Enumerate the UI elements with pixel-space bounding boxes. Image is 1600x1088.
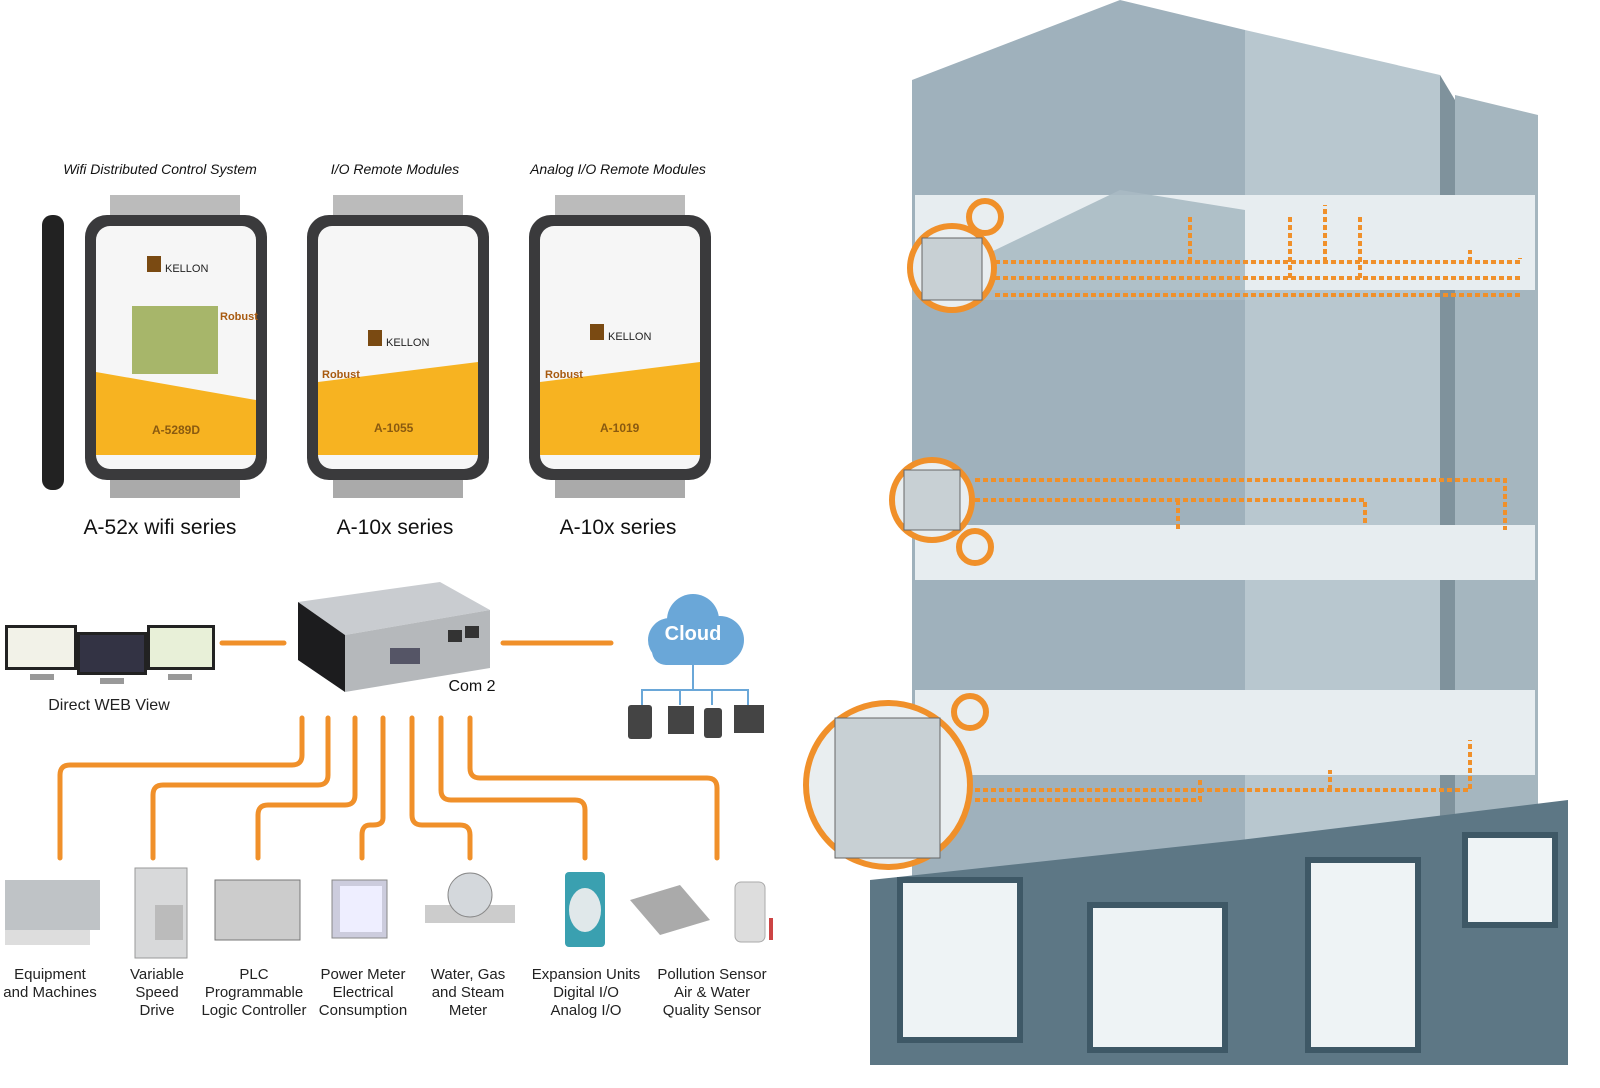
expansion-unit-icon	[565, 872, 605, 947]
module-badge: Robust	[545, 369, 583, 381]
module-a5289d: KELLON Robust A-5289D	[85, 195, 267, 498]
series-label-analog: A-10x series	[559, 516, 677, 539]
building-illustration	[870, 0, 1568, 1065]
series-label-io: A-10x series	[336, 516, 454, 539]
plc-icon	[214, 879, 301, 941]
equipment-icon	[5, 880, 100, 945]
pollution-sensor-icon	[630, 881, 773, 943]
vsd-icon	[134, 867, 188, 959]
connection-lines	[57, 640, 720, 861]
module-badge: Robust	[322, 369, 360, 381]
building-wiring	[975, 205, 1522, 802]
module-badge: Robust	[220, 311, 258, 323]
io-panel-icon	[834, 237, 983, 859]
water-meter-icon	[425, 872, 515, 923]
power-meter-icon	[331, 879, 388, 939]
module-model: A-1055	[374, 421, 414, 435]
module-brand: KELLON	[165, 263, 208, 275]
module-brand: KELLON	[386, 337, 429, 349]
module-model: A-1019	[600, 421, 640, 435]
module-brand: KELLON	[608, 331, 651, 343]
web-view-label: Direct WEB View	[48, 697, 170, 714]
cloud-icon: Cloud	[628, 594, 764, 739]
section-title-wifi: Wifi Distributed Control System	[63, 161, 257, 177]
gateway-box	[298, 582, 490, 692]
section-title-analog: Analog I/O Remote Modules	[530, 161, 706, 177]
section-title-io: I/O Remote Modules	[330, 161, 460, 177]
antenna-icon	[42, 215, 64, 490]
series-label-wifi: A-52x wifi series	[83, 516, 237, 539]
module-model: A-5289D	[152, 423, 200, 437]
com2-label: Com 2	[448, 678, 495, 695]
monitors-icon	[5, 625, 215, 684]
cloud-label: Cloud	[665, 623, 722, 645]
module-a1019: KELLON Robust A-1019	[529, 195, 711, 498]
module-a1055: KELLON Robust A-1055	[307, 195, 489, 498]
